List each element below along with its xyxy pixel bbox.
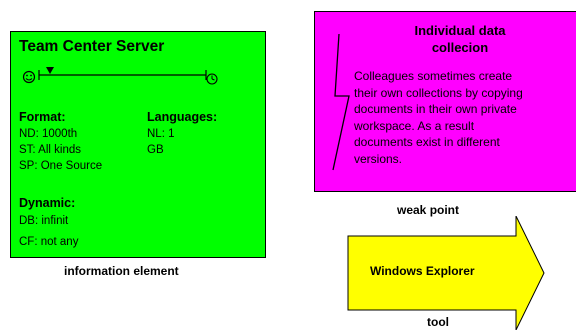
languages-heading: Languages: bbox=[147, 110, 218, 124]
weak-point-title: Individual data collecion bbox=[355, 22, 565, 56]
dynamic-item: CF: not any bbox=[19, 236, 79, 248]
weak-point-description: Colleagues sometimes create their own co… bbox=[354, 68, 576, 167]
weak-point-title-line: collecion bbox=[431, 40, 489, 55]
languages-item: NL: 1 bbox=[147, 128, 175, 140]
weak-point-body-line: their own collections by copying bbox=[354, 85, 523, 100]
lightning-bolt-icon bbox=[332, 33, 350, 171]
weak-point-body-line: documents in their own private bbox=[354, 102, 517, 116]
information-element-box: Team Center Server Format: ND: 1000th ST… bbox=[10, 31, 266, 258]
format-item: SP: One Source bbox=[19, 160, 103, 172]
languages-item: GB bbox=[147, 144, 164, 156]
weak-point-body-line: versions. bbox=[354, 151, 403, 166]
dynamic-heading: Dynamic: bbox=[19, 196, 76, 210]
format-heading: Format: bbox=[19, 110, 66, 124]
timeline-marker-icon bbox=[46, 67, 54, 74]
dynamic-item: DB: infinit bbox=[19, 215, 69, 227]
information-element-title: Team Center Server bbox=[19, 38, 165, 55]
weak-point-body-line: documents exist in different bbox=[354, 135, 500, 149]
weak-point-body-line: Colleagues sometimes create bbox=[354, 69, 513, 83]
timeline bbox=[22, 67, 218, 85]
tool-caption: tool bbox=[427, 315, 449, 329]
weak-point-caption: weak point bbox=[397, 203, 460, 217]
format-item: ST: All kinds bbox=[19, 144, 81, 156]
tool-arrow bbox=[347, 216, 545, 330]
format-item: ND: 1000th bbox=[19, 128, 78, 140]
information-element-caption: information element bbox=[64, 264, 179, 278]
weak-point-box: Individual data collecion Colleagues som… bbox=[314, 11, 576, 192]
smiley-icon bbox=[22, 70, 36, 84]
weak-point-title-line: Individual data bbox=[414, 23, 506, 38]
clock-icon bbox=[206, 73, 218, 85]
weak-point-body-line: workspace. As a result bbox=[354, 118, 475, 133]
tool-label: Windows Explorer bbox=[370, 264, 475, 278]
